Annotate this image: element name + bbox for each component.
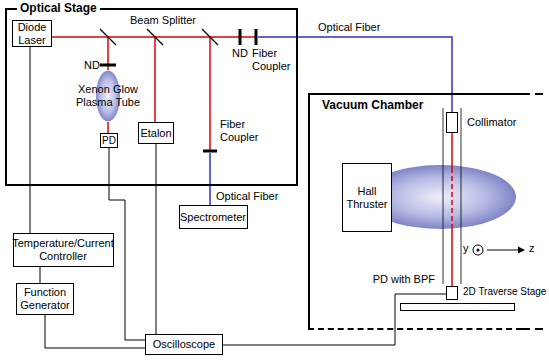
beam-splitter	[100, 29, 116, 45]
laser-beam	[451, 228, 453, 286]
node-label: Function Generator	[19, 286, 71, 311]
traverse-frame	[461, 108, 462, 284]
chamber-wall	[522, 328, 548, 330]
vacuum-chamber: Vacuum ChamberCollimatorHall Thruster PD …	[308, 93, 522, 330]
laser-beam	[154, 37, 156, 122]
part-label: Optical Fiber	[216, 190, 278, 203]
traverse-frame	[443, 108, 444, 284]
node-label: 2D Traverse Stage	[463, 286, 546, 297]
axis-dot	[477, 249, 480, 252]
nd-filter	[100, 64, 116, 67]
signal-wire	[223, 294, 446, 345]
part-label: z	[529, 242, 535, 255]
node-label: Hall Thruster	[345, 185, 389, 210]
plasma-tube: Xenon Glow Plasma Tube	[66, 70, 150, 122]
signal-wire	[109, 148, 145, 340]
traverse-stage: 2D Traverse Stage	[400, 303, 515, 311]
function-generator-box: Function Generator	[16, 283, 74, 315]
optical-stage: Optical StageDiode LaserXenon Glow Plasm…	[5, 8, 298, 186]
node-label: Collimator	[467, 116, 517, 128]
axis-arrowhead	[518, 247, 525, 254]
node-label: Diode Laser	[15, 21, 49, 46]
part-label: ND	[232, 47, 248, 60]
node-label: Optical Stage	[17, 1, 100, 15]
nd-filter	[239, 29, 242, 45]
laser-beam	[451, 168, 453, 228]
oscilloscope-box: Oscilloscope	[145, 334, 223, 355]
optical-fiber	[209, 153, 211, 205]
node-label: Etalon	[140, 127, 171, 140]
part-label: Optical Fiber	[318, 21, 380, 34]
beam-splitter	[147, 29, 163, 45]
etalon-box: Etalon	[138, 122, 174, 144]
node-label: Oscilloscope	[153, 338, 215, 351]
laser-beam	[451, 133, 453, 168]
thruster-box: Hall Thruster	[342, 163, 392, 232]
node-label: Vacuum Chamber	[322, 98, 423, 112]
signal-wire	[156, 144, 157, 334]
part-label: y	[463, 242, 469, 255]
beam-splitter	[202, 29, 218, 45]
fiber-coupler	[255, 29, 258, 45]
laser-box: Diode Laser	[12, 20, 52, 47]
pd-bpf-box: PD with BPF	[446, 286, 458, 300]
part-label: Fiber Coupler	[252, 47, 296, 72]
chamber-wall	[522, 93, 548, 95]
optical-fiber	[258, 37, 452, 112]
axis-arrow	[487, 250, 519, 251]
signal-wire	[30, 47, 31, 233]
node-label: Temperature/Current Controller	[12, 237, 114, 262]
part-label: ND	[84, 59, 100, 72]
part-label: Beam Splitter	[130, 14, 196, 27]
node-label: PD	[102, 135, 116, 147]
node-label: Xenon Glow Plasma Tube	[66, 83, 150, 108]
node-label: PD with BPF	[373, 273, 435, 285]
photodiode-box: PD	[100, 133, 118, 148]
fiber-coupler	[203, 150, 217, 153]
axis-out-of-page	[473, 245, 483, 255]
spectrometer-box: Spectrometer	[179, 205, 248, 229]
laser-beam	[209, 37, 211, 150]
collimator-box: Collimator	[446, 112, 458, 133]
controller-box: Temperature/Current Controller	[13, 233, 114, 267]
signal-wire	[45, 315, 145, 348]
node-label: Spectrometer	[180, 211, 246, 224]
signal-wire	[40, 267, 41, 283]
laser-beam	[107, 122, 109, 133]
part-label: Fiber Coupler	[220, 118, 270, 143]
